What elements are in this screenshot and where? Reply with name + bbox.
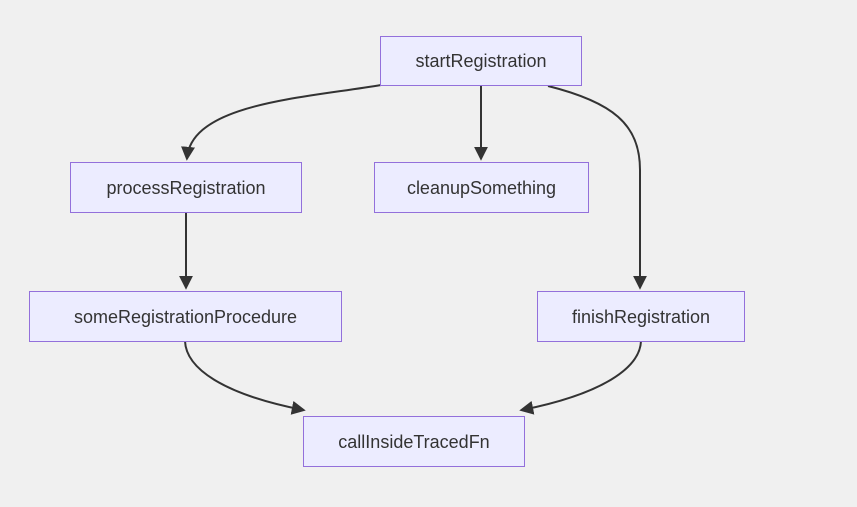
node-call-inside-traced-fn: callInsideTracedFn	[303, 416, 525, 467]
node-start-registration: startRegistration	[380, 36, 582, 86]
node-label: cleanupSomething	[406, 177, 557, 198]
node-label: processRegistration	[106, 177, 266, 198]
node-finish-registration: finishRegistration	[537, 291, 745, 342]
node-label: someRegistrationProcedure	[73, 306, 298, 327]
edge-some-registration-procedure-to-call-inside-traced-fn	[184, 340, 306, 415]
edge-start-registration-to-finish-registration	[547, 85, 647, 290]
node-label: finishRegistration	[571, 306, 711, 327]
node-cleanup-something: cleanupSomething	[374, 162, 589, 213]
edge-start-registration-to-process-registration	[181, 84, 382, 161]
node-label: callInsideTracedFn	[338, 431, 490, 452]
edge-finish-registration-to-call-inside-traced-fn	[519, 340, 642, 415]
node-process-registration: processRegistration	[70, 162, 302, 213]
node-some-registration-procedure: someRegistrationProcedure	[29, 291, 342, 342]
node-label: startRegistration	[415, 51, 547, 71]
